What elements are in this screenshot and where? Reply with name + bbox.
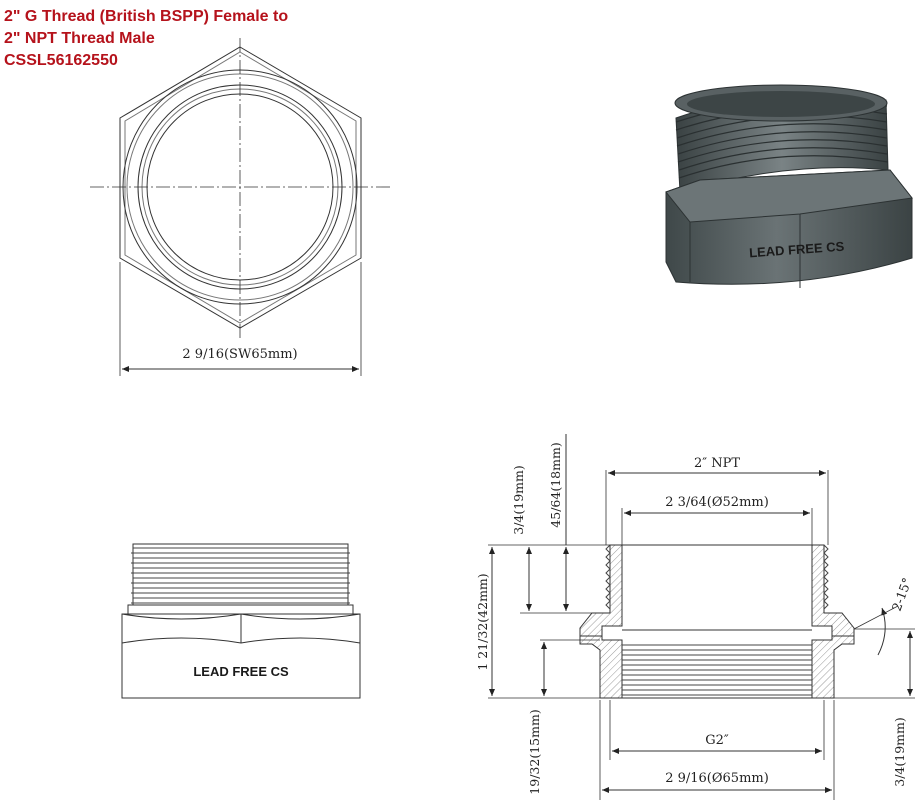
product-title: 2" G Thread (British BSPP) Female to 2" … <box>4 6 424 72</box>
npt-label: 2″ NPT <box>694 456 740 471</box>
right-dim-1-label: 3/4(19mm) <box>892 717 907 786</box>
left-dim-4-label: 19/32(15mm) <box>527 709 542 794</box>
photo-marking: LEAD FREE CS <box>749 239 845 261</box>
section-view <box>488 434 915 800</box>
left-dim-1-label: 3/4(19mm) <box>511 465 526 534</box>
left-dim-2-label: 45/64(18mm) <box>548 442 563 527</box>
title-line-2: 2" NPT Thread Male <box>4 30 155 47</box>
bore-label: 2 3/64(Ø52mm) <box>665 495 769 510</box>
hex-width-label: 2 9/16(SW65mm) <box>182 347 297 362</box>
angle-label: 2-15° <box>889 576 915 613</box>
title-line-1c: ) Female to <box>203 8 289 25</box>
g-label: G2″ <box>705 733 729 748</box>
title-line-1a: 2" G Thread ( <box>4 8 105 25</box>
title-line-3: CSSL56162550 <box>4 52 118 69</box>
top-view <box>90 38 392 376</box>
left-dim-3-label: 1 21/32(42mm) <box>475 573 490 670</box>
title-line-1: 2" G Thread (British BSPP) Female to <box>4 6 424 28</box>
side-view <box>121 543 361 699</box>
od-label: 2 9/16(Ø65mm) <box>665 771 769 786</box>
product-photo: LEAD FREE CS <box>665 84 913 288</box>
title-line-1b: British BSPP <box>104 8 204 25</box>
side-marking: LEAD FREE CS <box>193 664 289 679</box>
